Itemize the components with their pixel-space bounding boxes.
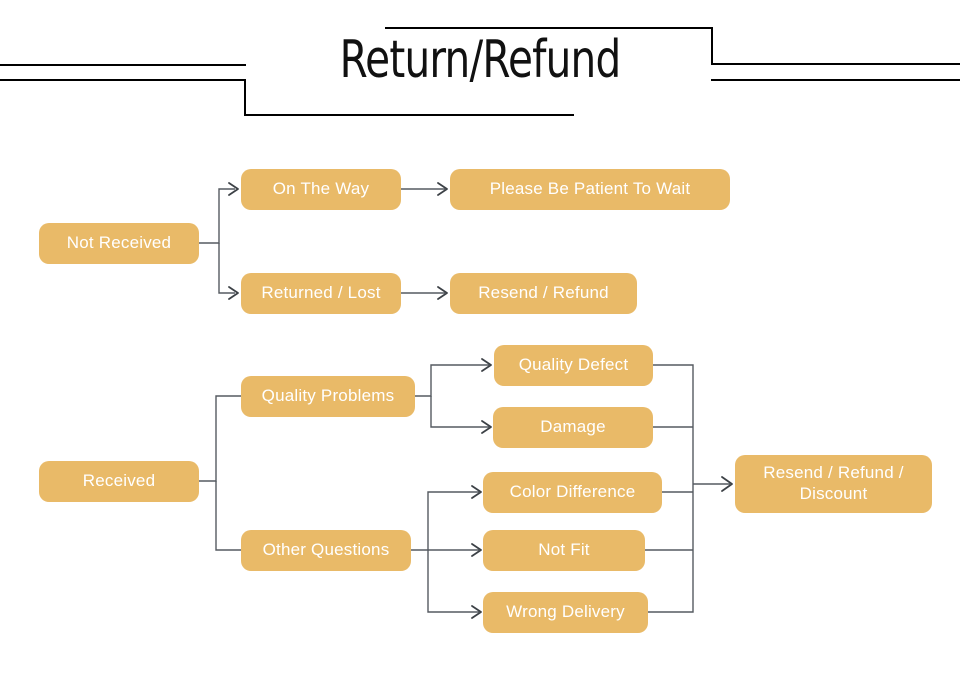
node-label: Quality Defect xyxy=(518,355,629,375)
header-rule-right-riser xyxy=(711,27,713,65)
node-damage[interactable]: Damage xyxy=(493,407,653,448)
node-resend-refund-discount[interactable]: Resend / Refund / Discount xyxy=(735,455,932,513)
node-quality-problems[interactable]: Quality Problems xyxy=(241,376,415,417)
edge-other-questions-branch xyxy=(411,485,482,619)
node-not-received[interactable]: Not Received xyxy=(39,223,199,264)
node-returned-lost[interactable]: Returned / Lost xyxy=(241,273,401,314)
header-rule-left-lower xyxy=(0,79,246,81)
node-label-line2: Discount xyxy=(799,484,868,503)
header-rule-right-top xyxy=(385,27,713,29)
node-quality-defect[interactable]: Quality Defect xyxy=(494,345,653,386)
page-title: Return/Refund xyxy=(339,30,622,90)
header-rule-left-base xyxy=(244,114,574,116)
header-rule-right-lower xyxy=(711,79,960,81)
node-received[interactable]: Received xyxy=(39,461,199,502)
node-please-be-patient-to-wait[interactable]: Please Be Patient To Wait xyxy=(450,169,730,210)
node-label: Wrong Delivery xyxy=(506,602,625,622)
header-rule-left-riser xyxy=(244,79,246,116)
page-header: Return/Refund xyxy=(0,0,960,130)
node-label-line1: Resend / Refund / xyxy=(763,463,904,483)
node-label: Not Fit xyxy=(538,540,590,560)
node-label: On The Way xyxy=(272,179,370,199)
node-label: Damage xyxy=(540,417,606,437)
node-label: Quality Problems xyxy=(261,386,395,406)
edge-on-the-way-to-please-wait xyxy=(401,182,448,196)
node-on-the-way[interactable]: On The Way xyxy=(241,169,401,210)
node-resend-refund[interactable]: Resend / Refund xyxy=(450,273,637,314)
node-label: Resend / Refund xyxy=(478,283,609,303)
node-not-fit[interactable]: Not Fit xyxy=(483,530,645,571)
node-wrong-delivery[interactable]: Wrong Delivery xyxy=(483,592,648,633)
node-color-difference[interactable]: Color Difference xyxy=(483,472,662,513)
header-rule-right-upper xyxy=(711,63,960,65)
node-other-questions[interactable]: Other Questions xyxy=(241,530,411,571)
node-label: Returned / Lost xyxy=(261,283,381,303)
edge-not-received-branch xyxy=(199,182,239,300)
edge-returned-lost-to-resend-refund xyxy=(401,286,448,300)
node-label: Received xyxy=(82,471,156,491)
node-label: Color Difference xyxy=(509,482,636,502)
header-rule-left-upper xyxy=(0,64,246,66)
edge-received-branch xyxy=(199,395,241,551)
node-label: Please Be Patient To Wait xyxy=(489,179,691,199)
node-label: Not Received xyxy=(66,233,172,253)
node-label: Other Questions xyxy=(262,540,390,560)
edge-quality-problems-branch xyxy=(415,358,492,434)
